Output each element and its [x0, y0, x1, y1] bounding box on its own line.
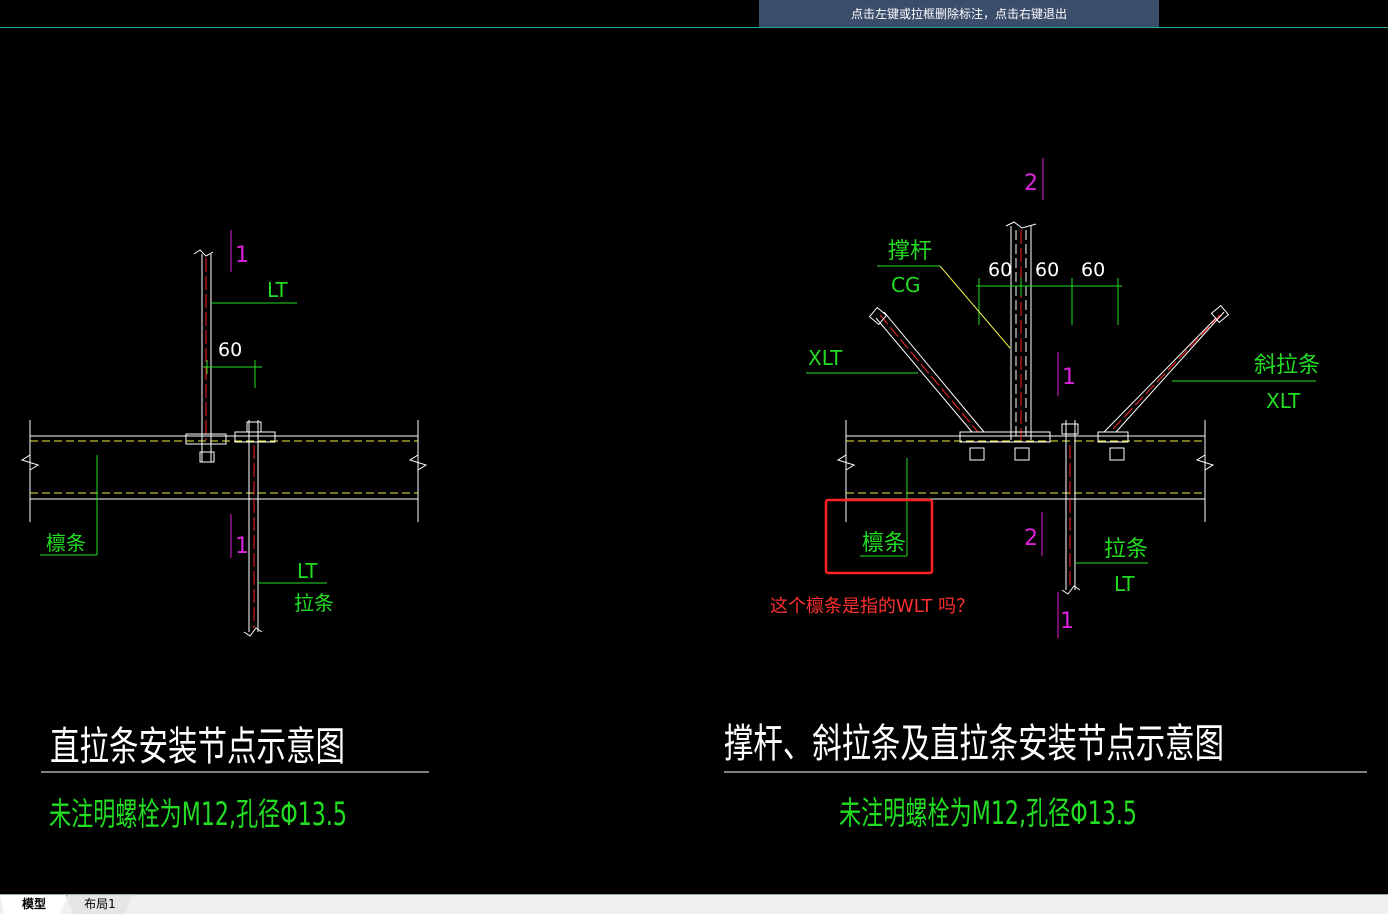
right-tie-label: 拉条 — [1104, 537, 1148, 562]
right-section-lower-label: 2 — [1024, 526, 1038, 551]
left-node-drawing: 1 1 LT 60 檩条 LT 拉条 直拉条安装节点示意图 未注明螺栓为M12,… — [20, 230, 429, 833]
right-strut-tube — [1005, 221, 1037, 440]
right-section-marks — [1041, 158, 1059, 638]
right-lt-label: LT — [1114, 572, 1135, 596]
right-xlt-right-label: XLT — [1266, 389, 1301, 413]
annotation-question: 这个檩条是指的WLT 吗？ — [770, 596, 974, 617]
left-purlin-beam — [20, 420, 428, 522]
right-diag-tie-label: 斜拉条 — [1254, 353, 1320, 378]
highlight-box — [824, 498, 934, 575]
left-upper-rod — [185, 249, 227, 463]
right-section-mid-label: 1 — [1062, 365, 1076, 390]
right-dim-60-3: 60 — [1081, 259, 1105, 281]
right-strut-label: 撑杆 — [888, 239, 932, 264]
right-purlin-label: 檩条 — [862, 531, 906, 556]
left-flange-lines — [30, 440, 418, 494]
left-dim-60: 60 — [218, 339, 242, 361]
right-diagonal-ties — [868, 304, 1230, 433]
right-dim-60-2: 60 — [1035, 259, 1059, 281]
left-lt-bottom-label: LT — [297, 559, 318, 583]
left-tie-label: 拉条 — [294, 591, 334, 615]
command-hint-bar: 点击左键或拉框删除标注，点击右键退出 — [759, 0, 1159, 28]
right-dim-60-1: 60 — [988, 259, 1012, 281]
layout-tab-bar: 模型 布局1 — [0, 894, 1388, 914]
left-title: 直拉条安装节点示意图 — [50, 724, 345, 770]
left-lt-top-label: LT — [267, 278, 288, 302]
tab-model[interactable]: 模型 — [0, 895, 68, 914]
right-note: 未注明螺栓为M12,孔径Φ13.5 — [839, 794, 1137, 832]
right-section-top-label: 2 — [1024, 171, 1038, 196]
right-lower-rod — [1061, 420, 1081, 595]
left-purlin-label: 檩条 — [46, 531, 86, 555]
left-lower-rod — [234, 420, 276, 637]
right-cg-label: CG — [891, 273, 920, 297]
viewport-top-border — [0, 27, 1388, 28]
right-strut-leader — [939, 265, 1011, 349]
right-flange-lines — [846, 440, 1205, 494]
left-section-bottom-label: 1 — [235, 534, 249, 559]
right-xlt-left-label: XLT — [808, 346, 843, 370]
cad-drawing-canvas[interactable]: 1 1 LT 60 檩条 LT 拉条 直拉条安装节点示意图 未注明螺栓为M12,… — [0, 0, 1388, 894]
right-section-bottom-label: 1 — [1060, 609, 1074, 634]
right-title: 撑杆、斜拉条及直拉条安装节点示意图 — [724, 721, 1224, 767]
command-hint-text: 点击左键或拉框删除标注，点击右键退出 — [850, 7, 1067, 21]
right-bolts — [959, 423, 1129, 461]
left-section-top-label: 1 — [235, 243, 249, 268]
right-node-drawing: 2 撑杆 CG 60 60 60 XLT 斜拉条 XLT 1 2 檩条 拉条 L… — [724, 158, 1367, 832]
left-note: 未注明螺栓为M12,孔径Φ13.5 — [49, 795, 347, 833]
tab-layout-1[interactable]: 布局1 — [66, 895, 133, 914]
right-leaders — [806, 265, 1316, 564]
left-leaders — [40, 302, 327, 584]
